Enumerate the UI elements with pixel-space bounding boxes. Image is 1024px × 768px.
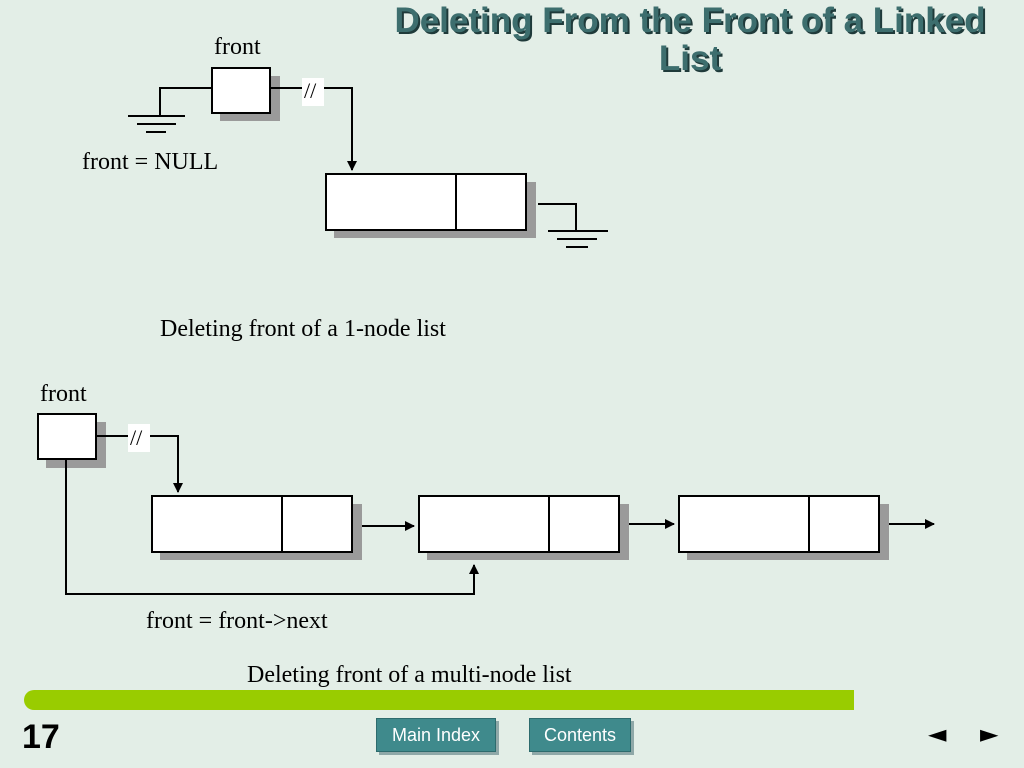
page-number: 17 xyxy=(22,718,60,756)
front-pointer-box xyxy=(37,413,106,468)
assignment-text: front = NULL xyxy=(82,149,219,175)
caption-1-node: Deleting front of a 1-node list xyxy=(160,316,446,342)
previous-slide-button[interactable]: ◄ xyxy=(928,720,947,748)
next-slide-button[interactable]: ► xyxy=(980,720,999,748)
broken-link-arrow xyxy=(270,78,357,171)
slide-title: Deleting From the Front of a Linked List xyxy=(394,1,986,78)
front-label: front xyxy=(214,34,261,60)
break-mark: // xyxy=(130,425,143,450)
contents-button[interactable]: Contents xyxy=(529,718,631,752)
diagram-1-node-list xyxy=(128,67,608,248)
list-node xyxy=(418,495,629,560)
front-label: front xyxy=(40,381,87,407)
caption-multi-node: Deleting front of a multi-node list xyxy=(247,662,572,688)
null-ground-symbol xyxy=(128,87,212,133)
diagram-multi-node-list xyxy=(37,413,935,595)
front-pointer-box xyxy=(211,67,280,121)
node-null-ground-symbol xyxy=(538,203,608,248)
break-mark: // xyxy=(304,78,317,103)
assignment-text: front = front->next xyxy=(146,608,328,634)
list-node xyxy=(151,495,362,560)
main-index-button[interactable]: Main Index xyxy=(376,718,496,752)
broken-link-arrow xyxy=(96,424,183,493)
list-node xyxy=(678,495,889,560)
accent-bar xyxy=(24,690,854,710)
list-node xyxy=(325,173,536,238)
new-front-link-arrow xyxy=(65,460,479,595)
